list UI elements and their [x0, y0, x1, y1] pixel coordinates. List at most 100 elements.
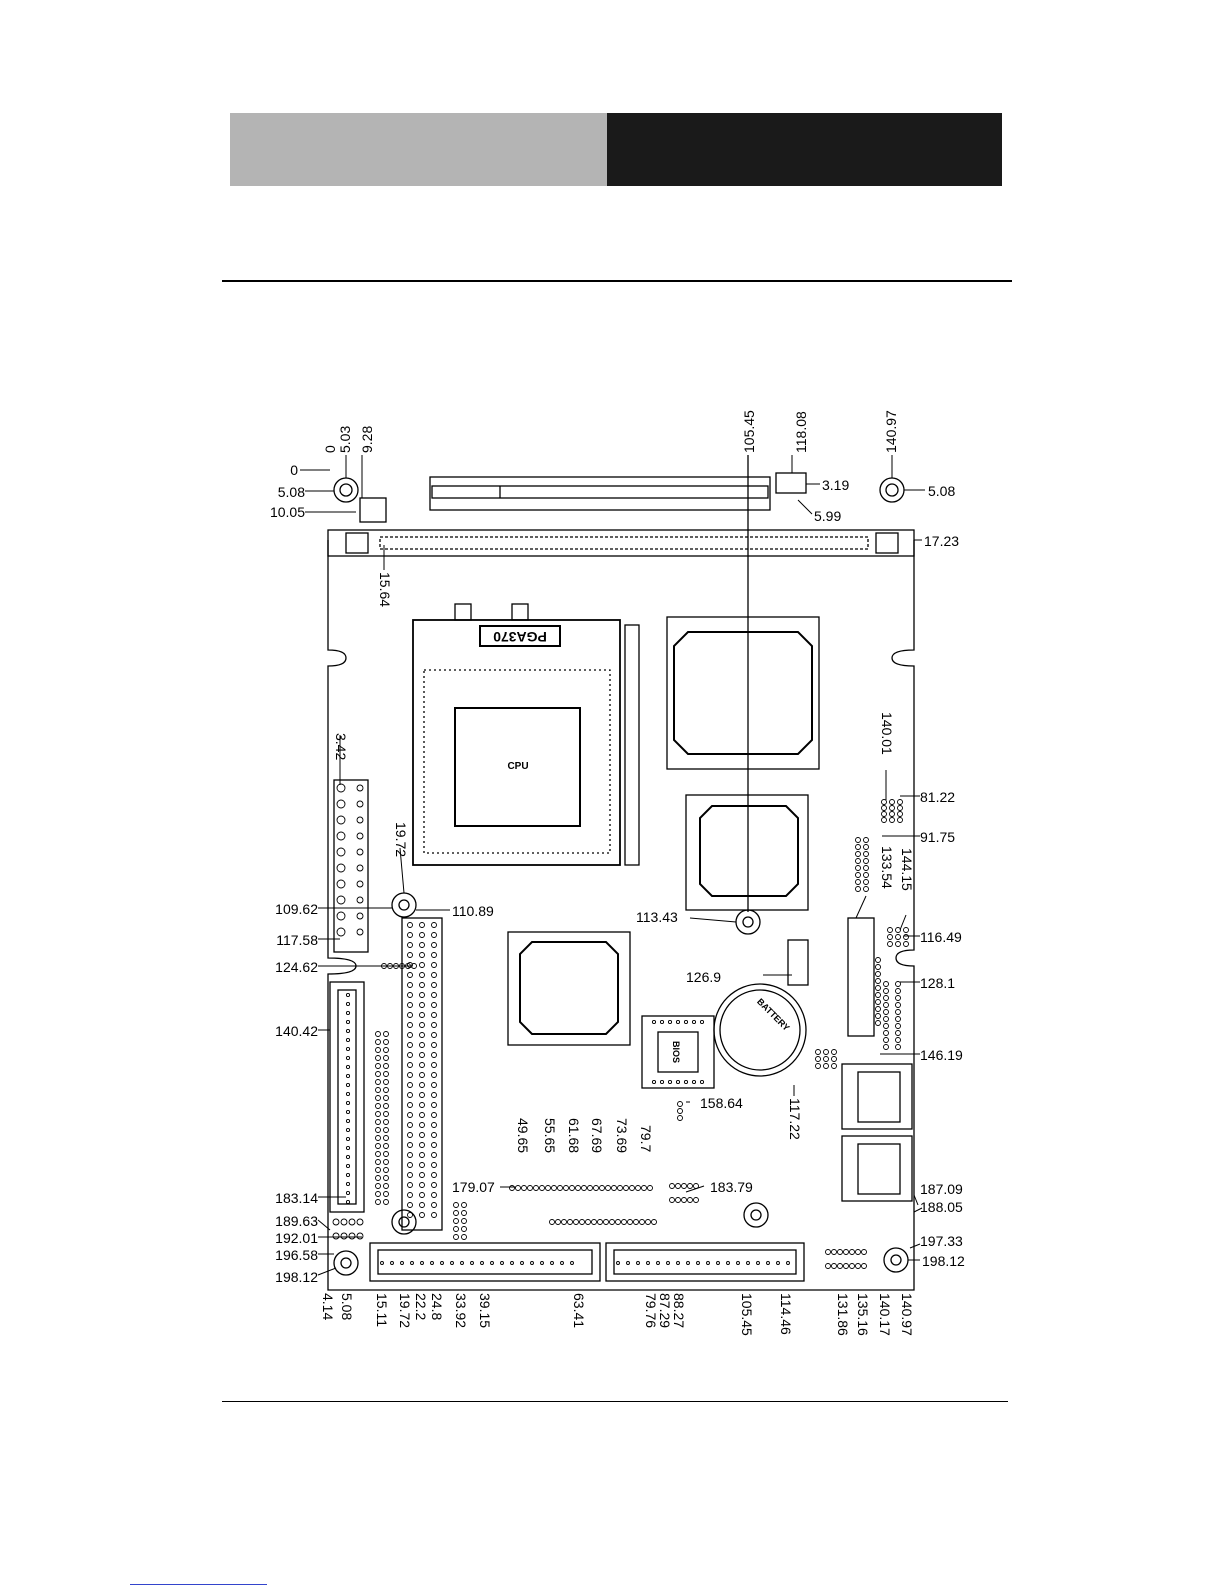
bottom-ide-connector — [369, 1242, 601, 1282]
dimension-label: 24.8 — [429, 1293, 445, 1320]
dimension-label: 4.14 — [320, 1293, 336, 1320]
dimension-label: 192.01 — [275, 1230, 318, 1246]
mounting-hole — [743, 1202, 769, 1228]
dimension-label: 39.15 — [477, 1293, 493, 1328]
dimension-label: 5.08 — [339, 1293, 355, 1320]
dimension-label: 158.64 — [700, 1095, 743, 1111]
dimension-label: 105.45 — [741, 410, 757, 453]
dimension-label: 19.72 — [397, 1293, 413, 1328]
dimension-label: 140.17 — [877, 1293, 893, 1336]
mounting-hole — [391, 1209, 417, 1235]
dimension-label: 118.08 — [793, 411, 809, 453]
dimension-label: 117.58 — [276, 932, 318, 948]
mounting-hole — [333, 477, 359, 503]
dimension-label: 126.9 — [686, 969, 721, 985]
power-header — [333, 779, 369, 953]
dimension-label: 133.54 — [879, 846, 895, 889]
dimension-label: 0 — [290, 462, 298, 478]
dimension-label: 198.12 — [275, 1269, 318, 1285]
dimension-label: 189.63 — [275, 1213, 318, 1229]
rj45-port — [841, 1063, 913, 1130]
mounting-hole — [391, 892, 417, 918]
dimension-label: 87.29 — [657, 1293, 673, 1328]
bios-chip — [641, 1015, 715, 1089]
header-pins — [332, 783, 909, 1269]
dimension-label: 49.65 — [515, 1118, 531, 1153]
io-chip — [507, 931, 631, 1046]
dimension-label: 124.62 — [275, 959, 318, 975]
dimension-label: 117.22 — [787, 1098, 803, 1140]
dimension-label: 15.64 — [377, 572, 393, 607]
dimension-label: 5.08 — [928, 483, 955, 499]
dimension-label: 22.2 — [413, 1293, 429, 1320]
dimension-label: 140.97 — [883, 410, 899, 453]
footer-rule — [222, 1401, 1008, 1402]
dimension-label: 116.49 — [920, 929, 962, 945]
dimension-label: 146.19 — [920, 1047, 963, 1063]
dimension-label: 187.09 — [920, 1181, 963, 1197]
pci-pin-block — [401, 917, 443, 1231]
dimension-label: 19.72 — [393, 822, 409, 857]
header-band-black — [607, 113, 1002, 186]
northbridge-chip — [666, 616, 820, 770]
dimension-label: 114.46 — [778, 1293, 794, 1335]
battery-label: BATTERY — [755, 996, 791, 1032]
dimension-label: 3.19 — [822, 477, 849, 493]
dimension-label: 197.33 — [920, 1233, 963, 1249]
dimension-label: 67.69 — [589, 1118, 605, 1153]
dimension-label: 0 — [322, 445, 338, 453]
dimension-label: 183.14 — [275, 1190, 318, 1206]
dimension-label: 140.97 — [899, 1293, 915, 1336]
dimension-label: 183.79 — [710, 1179, 753, 1195]
dimension-label: 140.01 — [879, 712, 895, 755]
dimension-label: 79.76 — [643, 1293, 659, 1328]
mounting-hole — [735, 909, 761, 935]
dimension-label: 109.62 — [275, 901, 318, 917]
mounting-hole — [883, 1247, 909, 1273]
dimension-label: 110.89 — [452, 903, 494, 919]
socket-label: PGA370 — [493, 629, 547, 645]
bios-label: BIOS — [671, 1041, 681, 1063]
dimension-label: 10.05 — [270, 504, 305, 520]
mounting-hole — [879, 477, 905, 503]
dimension-label: 81.22 — [920, 789, 955, 805]
dimension-label: 15.11 — [374, 1293, 390, 1327]
dimension-label: 179.07 — [452, 1179, 495, 1195]
cpu-socket — [412, 619, 621, 866]
bottom-fdd-connector — [605, 1242, 805, 1282]
dimension-label: 5.03 — [337, 426, 353, 453]
cpu-label: CPU — [507, 761, 528, 772]
dimension-label: 91.75 — [920, 829, 955, 845]
dimm-slot — [327, 529, 915, 557]
dimension-label: 188.05 — [920, 1199, 963, 1215]
dimension-label: 9.28 — [359, 426, 375, 453]
dimension-label: 33.92 — [453, 1293, 469, 1328]
mounting-hole — [333, 1250, 359, 1276]
dimension-label: 5.08 — [278, 484, 305, 500]
dimension-label: 3.42 — [333, 733, 349, 760]
dimension-label: 88.27 — [671, 1293, 687, 1328]
dimension-label: 140.42 — [275, 1023, 318, 1039]
dimension-label: 128.1 — [920, 975, 955, 991]
dimension-label: 105.45 — [739, 1293, 755, 1336]
dimension-label: 144.15 — [899, 848, 915, 891]
dimension-label: 135.16 — [855, 1293, 871, 1336]
dimension-label: 5.99 — [814, 508, 841, 524]
dimension-label: 61.68 — [566, 1118, 582, 1153]
battery — [713, 983, 807, 1077]
dimension-label: 79.7 — [638, 1125, 654, 1152]
dimension-label: 198.12 — [922, 1253, 965, 1269]
dimension-label: 73.69 — [614, 1118, 630, 1153]
dimension-label: 17.23 — [924, 533, 959, 549]
chipset-chip — [685, 794, 809, 911]
dimension-label: 63.41 — [571, 1293, 587, 1328]
ide-left-connector — [329, 981, 365, 1213]
dimension-label: 113.43 — [636, 909, 678, 925]
dimension-label: 196.58 — [275, 1247, 318, 1263]
board-outline — [327, 540, 915, 1291]
header-rule — [222, 280, 1012, 282]
dimension-label: 55.65 — [542, 1118, 558, 1153]
rj45-port — [841, 1135, 913, 1202]
top-slot-connector — [429, 476, 771, 511]
